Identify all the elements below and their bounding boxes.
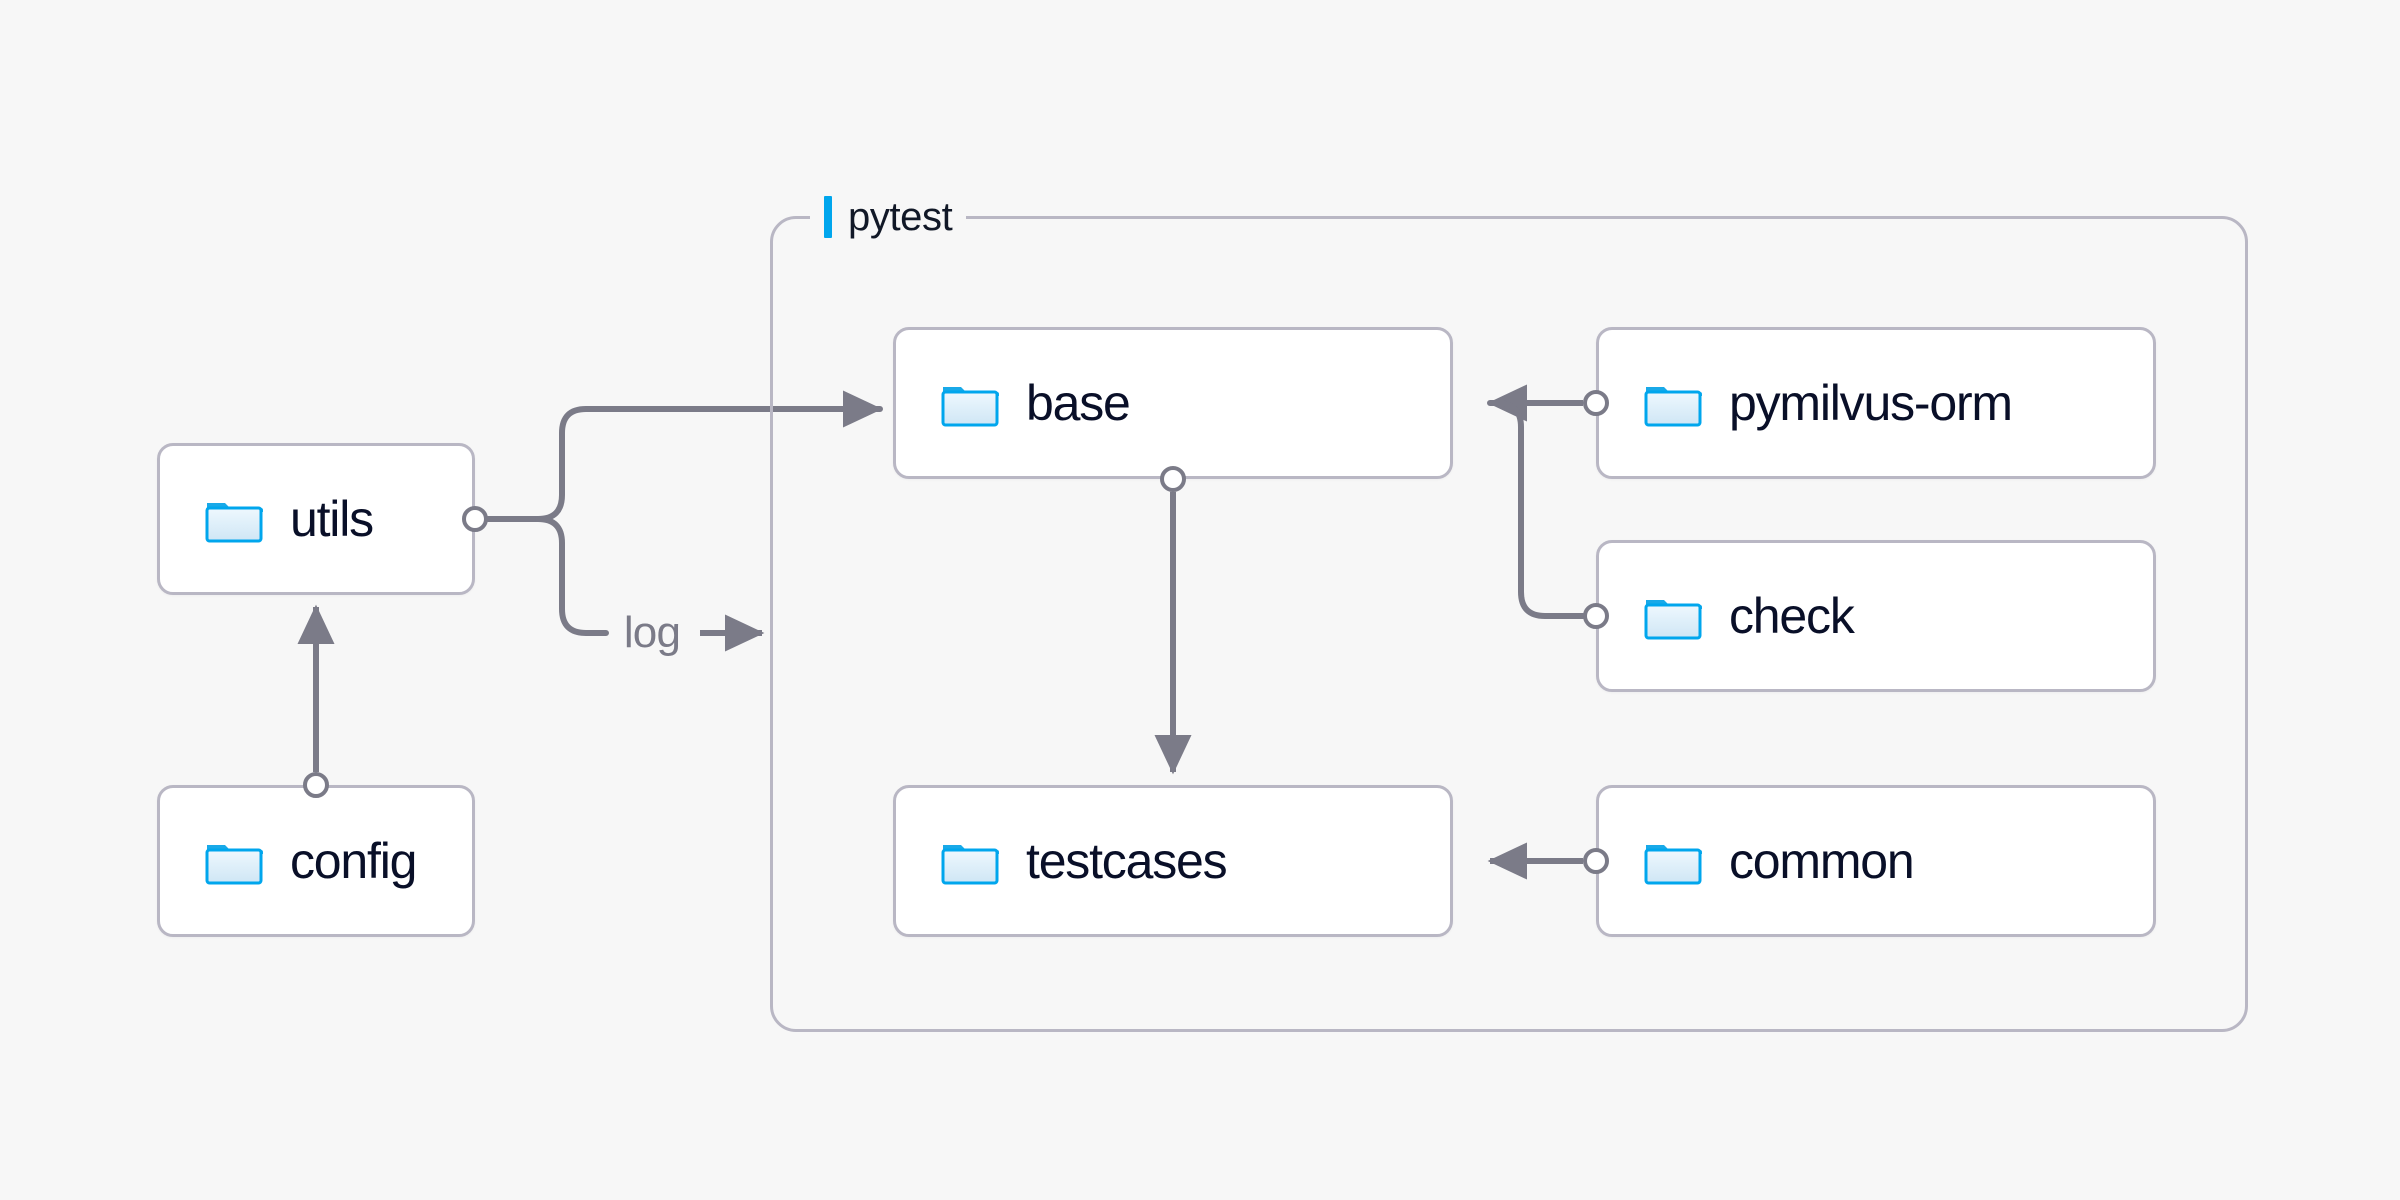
edge-label-log: log [615, 611, 689, 655]
node-utils[interactable]: utils [157, 443, 475, 595]
folder-icon [941, 387, 999, 427]
folder-icon [1644, 845, 1702, 885]
port-utils-right[interactable] [462, 506, 488, 532]
node-utils-label: utils [290, 491, 374, 547]
node-check[interactable]: check [1596, 540, 2156, 692]
group-pytest-label-text: pytest [848, 194, 953, 239]
node-config-label: config [290, 833, 417, 889]
port-base-bottom[interactable] [1160, 466, 1186, 492]
node-base-label: base [1026, 375, 1131, 431]
group-pytest[interactable] [770, 216, 2248, 1032]
folder-icon [205, 503, 263, 543]
node-pymilvus-orm[interactable]: pymilvus-orm [1596, 327, 2156, 479]
node-common-label: common [1729, 833, 1915, 889]
edge-utils-log [535, 516, 609, 636]
port-config-top[interactable] [303, 772, 329, 798]
node-pymilvus-orm-label: pymilvus-orm [1729, 375, 2013, 431]
node-check-label: check [1729, 588, 1855, 644]
folder-icon [941, 845, 999, 885]
node-common[interactable]: common [1596, 785, 2156, 937]
group-pytest-label: pytest [810, 190, 967, 244]
port-pymilvus-orm-left[interactable] [1583, 390, 1609, 416]
node-base[interactable]: base [893, 327, 1453, 479]
port-common-left[interactable] [1583, 848, 1609, 874]
node-config[interactable]: config [157, 785, 475, 937]
node-testcases[interactable]: testcases [893, 785, 1453, 937]
folder-icon [1644, 600, 1702, 640]
folder-icon [205, 845, 263, 885]
group-accent-bar [824, 196, 832, 238]
port-check-left[interactable] [1583, 603, 1609, 629]
folder-icon [1644, 387, 1702, 427]
node-testcases-label: testcases [1026, 833, 1228, 889]
